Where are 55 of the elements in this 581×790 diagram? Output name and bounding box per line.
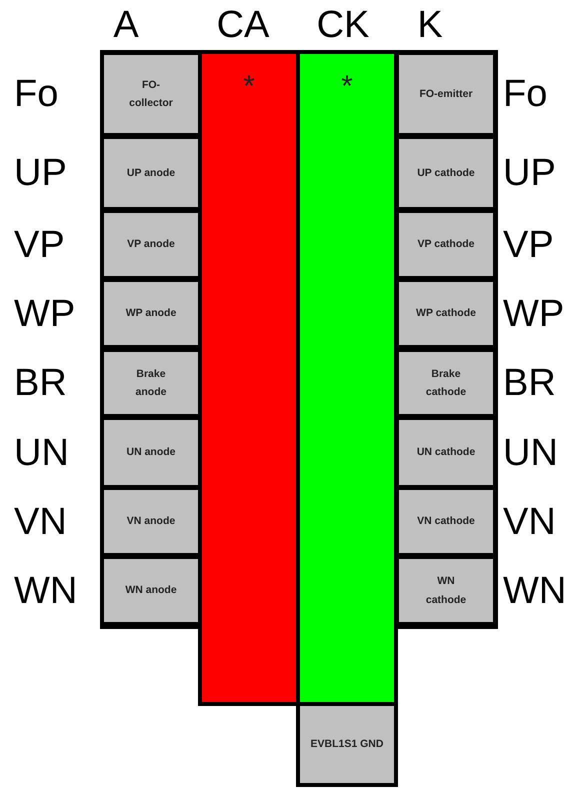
pin-box [104,420,198,485]
pin-label: FO-collector [128,78,174,111]
row-label: VN [503,502,556,540]
pin-label: WP cathode [416,306,476,322]
pin-box [399,282,493,345]
row-label: VP [14,226,65,264]
pin-box [399,559,493,622]
pin-box [399,55,493,133]
pin-label: Brake cathode [424,366,468,400]
row-label: BR [503,364,556,402]
row-label: BR [14,364,67,402]
pin-label: Brake anode [134,366,168,400]
row-label: UN [503,434,558,472]
pin-box [104,139,198,207]
pin-box [104,352,198,414]
pin-label: UN anode [126,445,176,460]
pin-label: UN cathode [416,445,476,460]
pin-label: UP cathode [417,166,475,181]
pin-box [399,352,493,414]
row-label: WN [14,572,78,610]
pin-box [399,490,493,553]
row-label: VN [14,502,67,540]
row-label: WP [14,294,76,332]
column-header: CK [316,6,370,44]
row-label: UP [14,154,67,192]
row-label: WP [503,294,564,332]
row-label: WN [503,572,566,610]
pin-box [104,213,198,276]
row-label: VP [503,226,554,264]
pin-label: VP cathode [418,237,474,252]
pin-box [104,282,198,345]
pin-box [399,420,493,485]
pin-label: VN cathode [417,514,475,530]
pin-box [399,139,493,207]
pin-label: UP anode [126,166,176,181]
pin-box [104,55,198,133]
pin-label: VN anode [126,514,176,530]
pin-label: FO-emitter [419,86,473,102]
row-label: Fo [503,75,548,113]
pin-box [104,559,198,622]
row-label: Fo [14,75,58,113]
column-header: K [417,6,443,44]
column-header: A [113,6,139,44]
column-header: CA [216,6,270,44]
pin-label: WN anode [125,583,177,598]
pin-label: WN cathode [424,574,468,608]
pin-box [399,213,493,276]
pin-label: WP anode [126,306,176,322]
asterisk-mark: * [243,72,255,98]
pin-label: VP anode [127,237,175,252]
row-label: UN [14,434,69,472]
pin-box [104,490,198,553]
asterisk-mark: * [341,72,353,98]
row-label: UP [503,154,556,192]
pin-label: EVBL1S1 GND [310,737,384,752]
